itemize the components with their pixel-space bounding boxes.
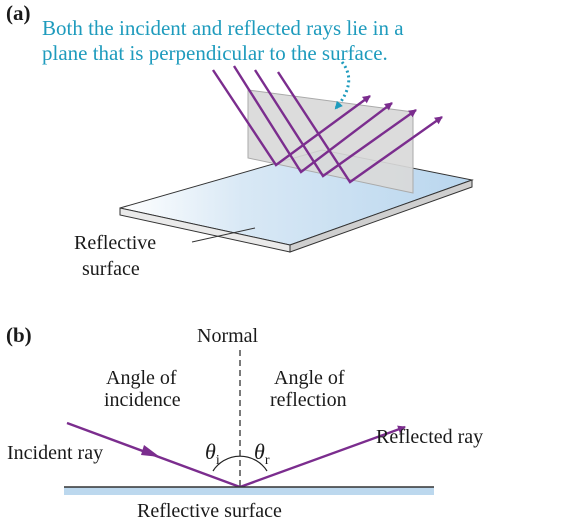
normal-label: Normal: [197, 325, 259, 347]
reflection-label-line-1: Angle of: [274, 367, 345, 389]
caption-line-2: plane that is perpendicular to the surfa…: [42, 41, 388, 65]
ray-4: [276, 71, 443, 184]
reflected-ray-label: Reflected ray: [376, 426, 483, 448]
reflective-surface: [64, 487, 434, 495]
incidence-label-line-2: incidence: [104, 389, 181, 411]
panel-b: (b) Normal Angle of incidence Angle of r…: [6, 323, 483, 522]
surface-label-line-2: surface: [82, 258, 140, 280]
plane-rays: [211, 65, 443, 184]
surface-label-line-1: Reflective: [74, 232, 156, 254]
caption-line-1: Both the incident and reflected rays lie…: [42, 16, 404, 40]
ray-1: [211, 69, 371, 167]
incidence-label-line-1: Angle of: [106, 367, 177, 389]
surface-leader-line: [191, 227, 256, 243]
reflected-ray: [239, 425, 406, 489]
caption-pointer: [334, 61, 351, 110]
panel-a: (a) Both the incident and reflected rays…: [6, 1, 474, 280]
ray-3: [253, 69, 417, 178]
reflection-label-line-2: reflection: [270, 389, 347, 411]
incident-ray-label: Incident ray: [7, 442, 103, 464]
reflective-surface-label: Reflective surface: [137, 500, 282, 522]
incident-ray-arrowhead: [141, 445, 160, 457]
theta-r-label: θr: [254, 439, 270, 468]
angle-arc: [212, 455, 268, 472]
panel-a-label: (a): [6, 1, 31, 25]
ray-2: [232, 65, 393, 174]
theta-i-label: θi: [205, 439, 220, 468]
panel-b-label: (b): [6, 323, 32, 347]
